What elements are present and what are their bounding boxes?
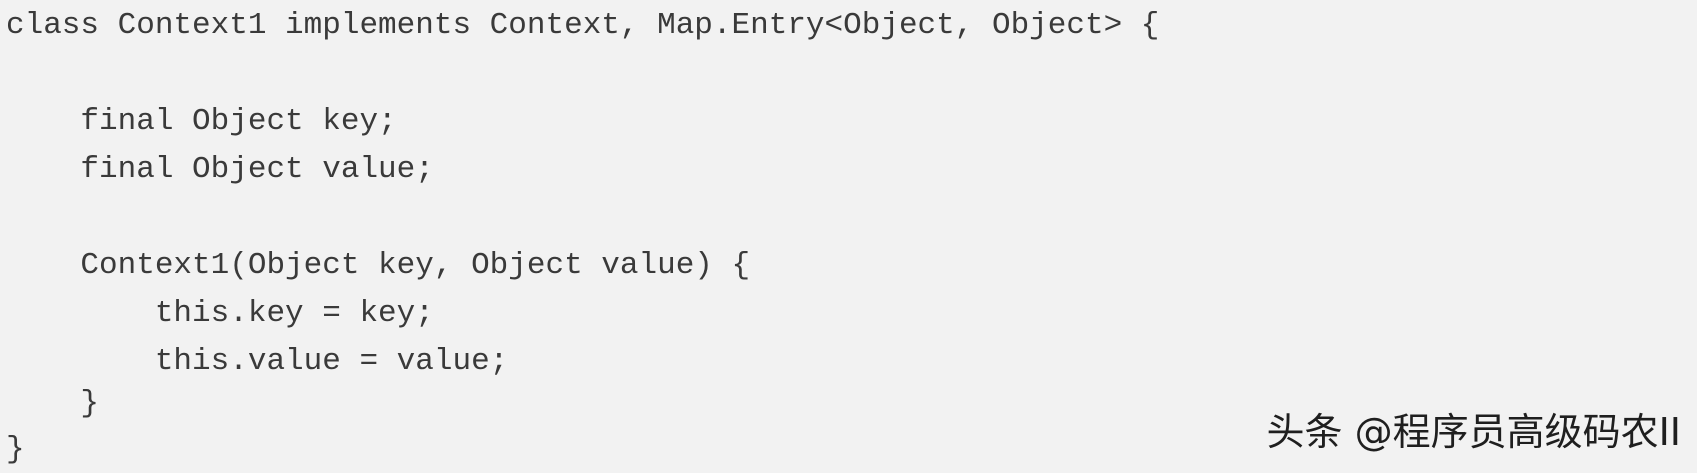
code-line-1: class Context1 implements Context, Map.E… (6, 8, 1160, 43)
code-line-4: final Object value; (6, 152, 434, 187)
code-line-9: } (6, 386, 100, 421)
code-line-8: this.value = value; (6, 344, 509, 379)
code-line-10: } (6, 432, 25, 467)
watermark: 头条 @程序员高级码农II (1266, 410, 1682, 454)
code-line-7: this.key = key; (6, 296, 434, 331)
code-line-6: Context1(Object key, Object value) { (6, 248, 751, 283)
code-line-3: final Object key; (6, 104, 397, 139)
